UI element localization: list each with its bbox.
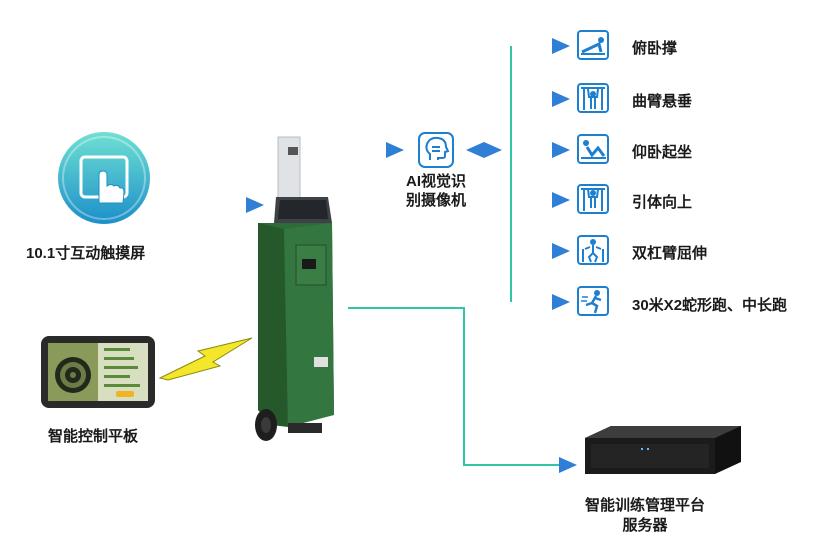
- ai-face-icon: [418, 132, 454, 168]
- activity-label: 曲臂悬垂: [632, 93, 693, 110]
- wireless-bolt-icon: [158, 337, 253, 381]
- server-label-line2: 服务器: [622, 517, 668, 534]
- server-label-line1: 智能训练管理平台: [584, 497, 705, 514]
- arm-hang-icon: [577, 83, 609, 113]
- activity-label: 双杠臂屈伸: [632, 245, 708, 262]
- touch-screen-icon: [57, 131, 151, 225]
- training-terminal-icon: [236, 135, 351, 447]
- camera-label-line2: 别摄像机: [405, 192, 466, 209]
- touchscreen-label: 10.1寸互动触摸屏: [26, 245, 146, 262]
- activity-label: 仰卧起坐: [632, 144, 693, 161]
- activity-label: 引体向上: [632, 194, 693, 211]
- tablet-icon: [40, 335, 156, 409]
- server-icon: [583, 424, 743, 480]
- activity-label: 30米X2蛇形跑、中长跑: [632, 297, 788, 314]
- arrow-terminal-server: [348, 307, 577, 473]
- running-icon: [577, 286, 609, 316]
- pushup-icon: [577, 30, 609, 60]
- tablet-label: 智能控制平板: [48, 428, 139, 445]
- situp-icon: [577, 134, 609, 164]
- pullup-icon: [577, 184, 609, 214]
- dips-icon: [577, 235, 609, 265]
- activity-label: 俯卧撑: [632, 40, 678, 57]
- camera-label-line1: AI视觉识: [405, 173, 466, 190]
